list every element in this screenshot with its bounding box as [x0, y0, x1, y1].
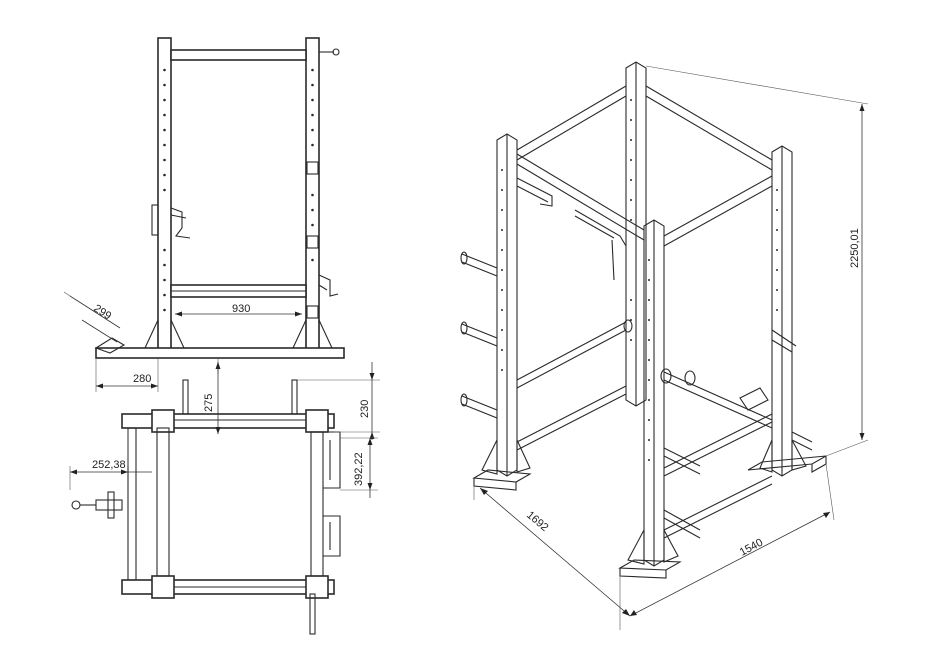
front-top-crossbar [170, 49, 307, 61]
top-view: 275 230 392,22 252,38 [69, 362, 380, 635]
dim-top-crossbar: 230 [359, 400, 371, 418]
dim-front-width: 930 [232, 303, 250, 315]
iso-holes [501, 99, 778, 461]
front-right-holes [311, 68, 314, 262]
isometric-view: 2250,01 1692 1540 [460, 61, 869, 630]
dim-iso-height: 2250,01 [849, 228, 861, 268]
front-view: 930 299 280 [63, 37, 345, 392]
front-base [95, 347, 345, 359]
dim-top-depth: 275 [203, 394, 215, 412]
top-view-front-rail [121, 413, 335, 429]
front-left-holes [163, 68, 166, 312]
dim-top-side: 252,38 [92, 459, 126, 471]
dim-iso-depth: 1692 [524, 509, 550, 534]
dim-iso-width: 1540 [738, 537, 765, 559]
dim-foot-offset: 280 [133, 373, 151, 385]
dim-top-spacing: 392,22 [353, 452, 365, 486]
dim-foot-angle: 299 [91, 302, 113, 322]
